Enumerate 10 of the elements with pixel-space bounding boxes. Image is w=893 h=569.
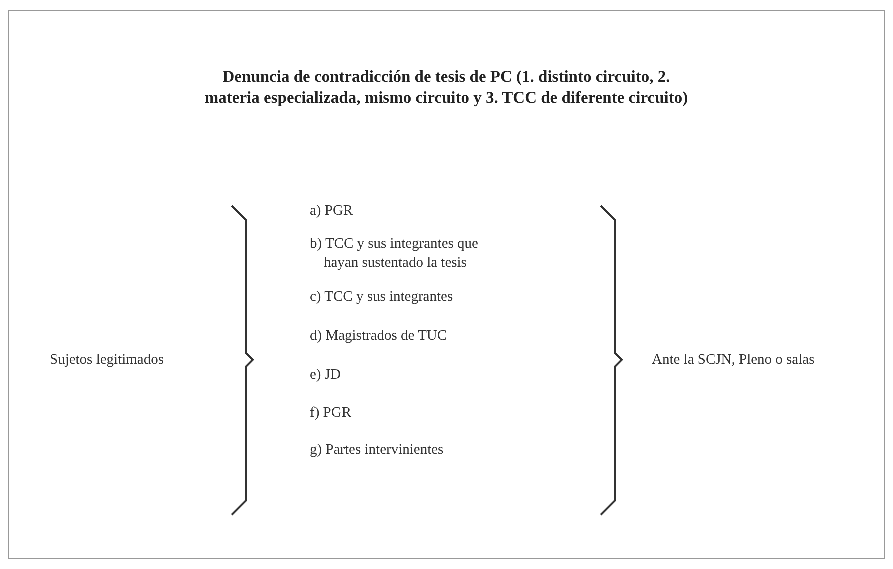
- list-item: b) TCC y sus integrantes que hayan sustentado la tesis: [310, 235, 480, 273]
- list-item: f) PGR: [310, 404, 352, 423]
- list-item: c) TCC y sus integrantes: [310, 288, 454, 307]
- group-label: Ante la SCJN, Pleno o salas: [652, 351, 816, 370]
- list-item: d) Magistrados de TUC: [310, 327, 448, 346]
- list-item: e) JD: [310, 366, 342, 385]
- title: Denuncia de contradicción de tesis de PC (1. distinto circuito, 2. materia especializada, mismo circuito y 3. TCC de diferente circuito): [204, 66, 690, 108]
- list-item: g) Partes intervinientes: [310, 441, 445, 460]
- group-label: Sujetos legitimados: [50, 351, 165, 370]
- list-item: a) PGR: [310, 202, 354, 221]
